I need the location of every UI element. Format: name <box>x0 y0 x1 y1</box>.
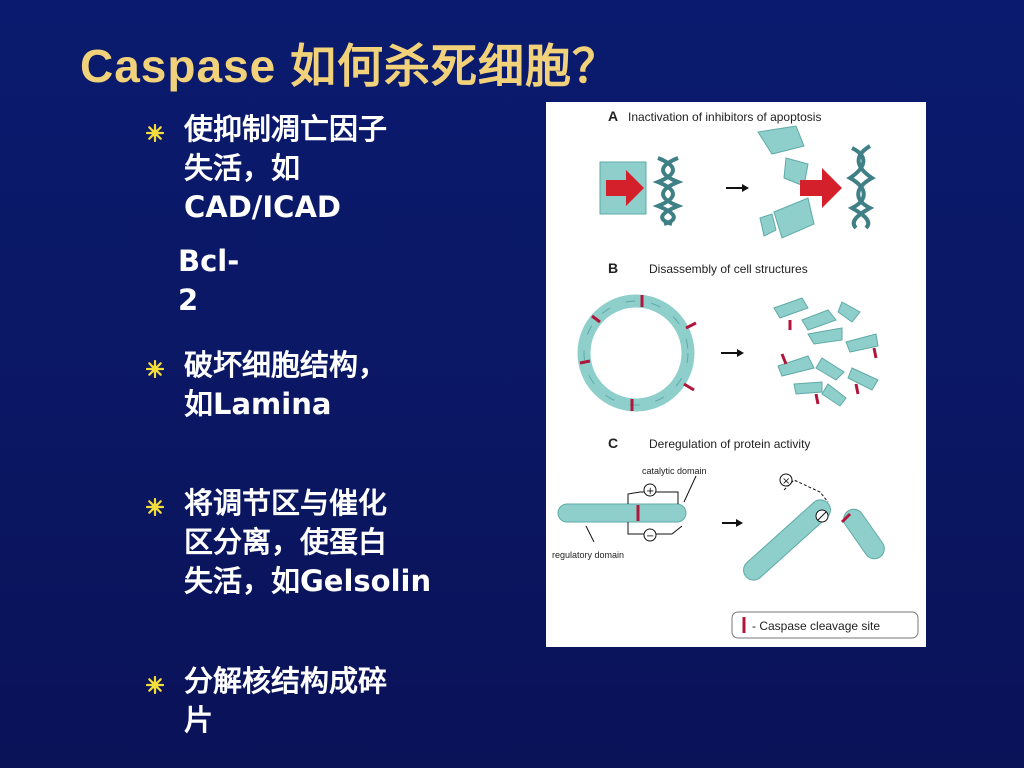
catalytic-domain-label: catalytic domain <box>642 466 707 476</box>
svg-text:×: × <box>782 476 790 487</box>
bullet-text-1: 使抑制凋亡因子 失活，如 CAD/ICAD <box>184 110 474 227</box>
panel-b-fragments <box>773 297 879 407</box>
bullet-line: 失活，如 <box>184 151 301 185</box>
panel-b-cleavage-marks <box>780 320 878 405</box>
panel-b-intact-ring <box>577 294 697 412</box>
bullet-line: CAD/ICAD <box>184 190 341 224</box>
bullet-line: 使抑制凋亡因子 <box>184 112 388 146</box>
caspase-figure: A Inactivation of inhibitors of apoptosi… <box>546 102 926 647</box>
slide-title: Caspase 如何杀死细胞？ <box>80 40 620 92</box>
bullet-line: 如Lamina <box>184 387 332 421</box>
plus-icon <box>643 483 657 497</box>
sunburst-bullet-icon <box>146 676 164 694</box>
bullet-text-3: 将调节区与催化 区分离，使蛋白 失活，如Gelsolin <box>184 484 474 601</box>
panel-b-caption: Disassembly of cell structures <box>649 262 808 276</box>
panel-a-left-inhibitor <box>599 161 647 215</box>
bullet-line: 区分离，使蛋白 <box>184 525 388 559</box>
bullet-line: 片 <box>184 703 214 737</box>
panel-a-caption: Inactivation of inhibitors of apoptosis <box>628 110 821 124</box>
legend-text: - Caspase cleavage site <box>752 619 880 633</box>
bullet-line: 分解核结构成碎 <box>184 664 388 698</box>
panel-a-left-helix <box>652 156 684 226</box>
panel-c-separated-domains: × <box>743 473 885 581</box>
sunburst-bullet-icon <box>146 498 164 516</box>
panel-b-arrow <box>721 349 744 357</box>
bullet-text-2: 破坏细胞结构， 如Lamina <box>184 346 474 424</box>
panel-a-cleaved-inhibitor <box>757 125 815 239</box>
panel-c-letter: C <box>608 435 618 451</box>
panel-c-arrow <box>722 519 743 527</box>
sunburst-bullet-icon <box>146 124 164 142</box>
caspase-diagram: A Inactivation of inhibitors of apoptosi… <box>552 108 919 639</box>
regulatory-domain-label: regulatory domain <box>552 550 624 560</box>
bullet-line: 失活，如Gelsolin <box>184 564 432 598</box>
bullet-subline: Bcl-2 <box>178 244 240 317</box>
svg-text:−: − <box>646 531 654 542</box>
svg-text:+: + <box>646 486 654 497</box>
panel-a-right-helix <box>846 144 876 230</box>
panel-a-arrow <box>726 184 749 192</box>
bullet-line: 将调节区与催化 <box>184 486 388 520</box>
panel-c-caption: Deregulation of protein activity <box>649 437 810 451</box>
bullet-text-4: 分解核结构成碎 片 <box>184 662 474 740</box>
minus-icon <box>643 528 657 542</box>
sunburst-bullet-icon <box>146 360 164 378</box>
blocked-plus-icon <box>779 473 793 487</box>
panel-a-active-arrow <box>800 168 842 208</box>
panel-b-letter: B <box>608 260 618 276</box>
bullet-line: 破坏细胞结构， <box>184 348 388 382</box>
panel-a-letter: A <box>608 108 618 124</box>
panel-c-intact-protein: + − <box>557 475 697 543</box>
cleavage-site-legend: - Caspase cleavage site <box>731 611 919 639</box>
